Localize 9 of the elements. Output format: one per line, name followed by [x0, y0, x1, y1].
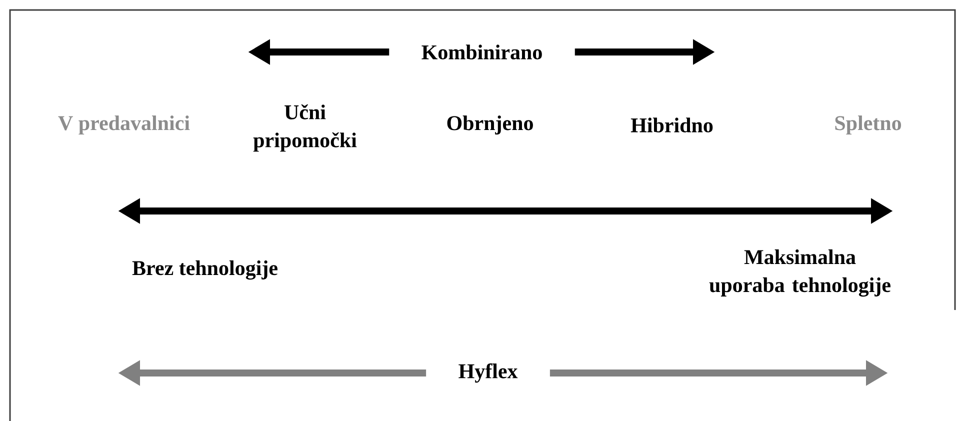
text-label: Kombinirano	[422, 44, 542, 60]
text-label: Hyflex	[458, 363, 518, 383]
text-label: V predavalnici	[58, 115, 190, 135]
text-label: Brez tehnologije	[132, 260, 278, 280]
text-label: Spletno	[835, 115, 902, 135]
text-label: Hibridno	[630, 118, 713, 132]
text-label: Učni pripomočki	[253, 104, 357, 152]
text-label: Maksimalna uporaba tehnologije	[709, 249, 890, 297]
text-label: Obrnjeno	[447, 115, 533, 135]
